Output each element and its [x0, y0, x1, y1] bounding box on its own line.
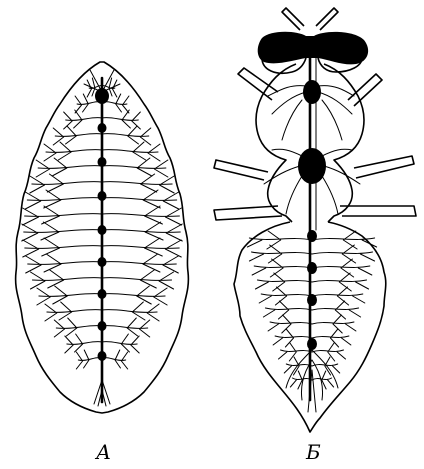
panel-a-branch-nerve — [36, 158, 102, 177]
panel-b-posterior-nerve — [286, 350, 338, 412]
panel-b-branch-nerve — [273, 329, 312, 347]
panel-b-ganglion — [307, 262, 317, 274]
panel-a-ganglion — [98, 225, 107, 235]
panel-a-branch-nerve — [102, 174, 174, 193]
panel-b-brain — [258, 32, 368, 65]
panel-b-label: Б — [305, 440, 321, 464]
panel-a-diagram — [16, 62, 189, 413]
panel-b-branch-nerve — [252, 259, 312, 277]
panel-b-leg-front-left — [238, 68, 278, 100]
panel-b-branch-nerve — [312, 301, 361, 319]
panel-a-branch-nerve — [102, 158, 168, 177]
panel-b-branch-nerve — [268, 315, 312, 333]
panel-a-branch-nerve — [25, 190, 102, 209]
panel-b-ganglion — [307, 294, 317, 306]
panel-b-branch-nerve — [312, 315, 356, 333]
panel-b-abdominal-ganglia — [307, 230, 317, 350]
panel-b-abdominal-nerves — [247, 231, 376, 412]
panel-b-diagram — [214, 8, 416, 432]
panel-a-branch-nerve — [64, 110, 102, 129]
panel-a-ganglion — [98, 123, 107, 133]
panel-a-branch-nerve — [54, 318, 102, 337]
panel-a-branch-nerve — [30, 174, 102, 193]
panel-b-ganglion — [307, 230, 317, 242]
panel-a-branch-nerve — [45, 302, 102, 321]
panel-b-branch-nerve — [247, 231, 312, 249]
panel-b-leg-mid-left — [214, 160, 268, 180]
panel-a-branch-nerve — [30, 270, 102, 289]
panel-a-branch-nerve — [23, 238, 102, 257]
panel-a-branch-nerve — [102, 190, 179, 209]
panel-a-branch-nerve — [102, 302, 159, 321]
panel-a-branch-nerve — [102, 286, 167, 305]
panel-a-branch-nerve — [102, 270, 174, 289]
panel-a-ganglion — [98, 289, 107, 299]
panel-b-branch-nerve — [263, 301, 312, 319]
panel-b-branch-nerve — [259, 287, 312, 305]
panel-b-branch-nerve — [312, 329, 351, 347]
panel-a-branch-nerve — [76, 350, 102, 369]
panel-b-leg-mid-right — [354, 156, 414, 178]
panel-b-ganglion-thoracic-2 — [298, 148, 326, 184]
panel-b-leg-hind-left — [214, 206, 282, 220]
panel-a-branch-nerve — [37, 286, 102, 305]
panel-a-branch-nerve — [102, 318, 150, 337]
panel-a-branch-nerve — [102, 238, 181, 257]
panel-a-branch-nerve — [26, 254, 102, 273]
panel-b-branch-nerve — [312, 371, 334, 389]
panel-a-ganglion — [98, 157, 107, 167]
panel-b-ganglion — [307, 338, 317, 350]
panel-a-ganglion — [98, 351, 107, 361]
panel-a-branch-nerve — [102, 334, 139, 353]
panel-b-branch-nerve — [312, 287, 365, 305]
panel-a-ganglion — [98, 191, 107, 201]
panel-a-branch-nerve — [102, 142, 160, 161]
panel-b-branch-nerve — [312, 259, 372, 277]
panel-b-antenna-right — [316, 8, 338, 30]
panel-a-branch-nerve — [102, 254, 178, 273]
panel-b-branch-nerve — [312, 273, 369, 291]
panel-b-leg-front-right — [348, 74, 382, 106]
panel-b-leg-hind-right — [340, 206, 416, 216]
panel-b-branch-nerve — [249, 245, 312, 263]
panel-a-ganglion — [98, 257, 107, 267]
panel-a-branch-nerve — [102, 206, 181, 225]
panel-a-branch-nerve — [102, 350, 128, 369]
panel-a-branch-nerve — [44, 142, 102, 161]
panel-a-branch-nerve — [102, 222, 182, 241]
panel-b-branch-nerve — [255, 273, 312, 291]
panel-a-branch-nerve — [65, 334, 102, 353]
panel-b-branch-nerve — [312, 245, 375, 263]
panel-b-antenna-left — [282, 8, 304, 30]
panel-a-branch-nerve — [102, 110, 140, 129]
panel-a-ganglion — [98, 321, 107, 331]
panel-a-branch-nerve — [23, 206, 102, 225]
panel-a-ganglion — [95, 88, 109, 104]
panel-a-branch-nerve — [22, 222, 102, 241]
panel-a-label: А — [94, 440, 111, 464]
